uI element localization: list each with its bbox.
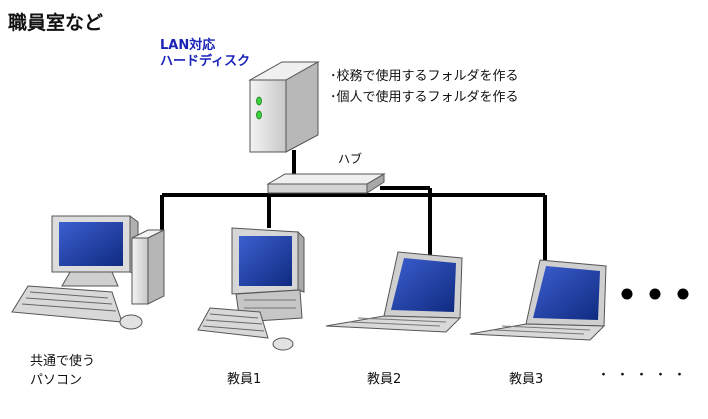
more-devices-dots — [621, 288, 689, 300]
more-devices-label: ・・・・・ — [597, 368, 693, 383]
shared-pc-label-line2: パソコン — [30, 373, 83, 388]
page-title: 職員室など — [8, 12, 104, 34]
teacher2-laptop-icon — [325, 251, 463, 333]
cables — [160, 150, 547, 265]
teacher1-pc-icon — [197, 227, 305, 351]
nas-label-line1: LAN対応 — [160, 38, 216, 53]
teacher1-label: 教員1 — [227, 372, 262, 387]
bullet-school-folder: ･校務で使用するフォルダを作る — [330, 69, 519, 84]
teacher3-label: 教員3 — [509, 372, 544, 387]
shared-pc-label: 共通で使う パソコン — [30, 352, 95, 390]
nas-label-line2: ハードディスク — [160, 54, 251, 69]
hub-label: ハブ — [338, 152, 363, 166]
shared-pc-icon — [11, 215, 165, 330]
shared-pc-label-line1: 共通で使う — [30, 354, 96, 369]
teacher2-label: 教員2 — [367, 372, 402, 387]
hub-device-icon — [266, 173, 386, 194]
nas-device-icon — [248, 61, 320, 153]
teacher3-laptop-icon — [469, 259, 607, 341]
nas-label: LAN対応 ハードディスク — [160, 38, 250, 70]
folder-bullets: ･校務で使用するフォルダを作る ･個人で使用するフォルダを作る — [330, 66, 519, 108]
bullet-personal-folder: ･個人で使用するフォルダを作る — [330, 90, 519, 105]
